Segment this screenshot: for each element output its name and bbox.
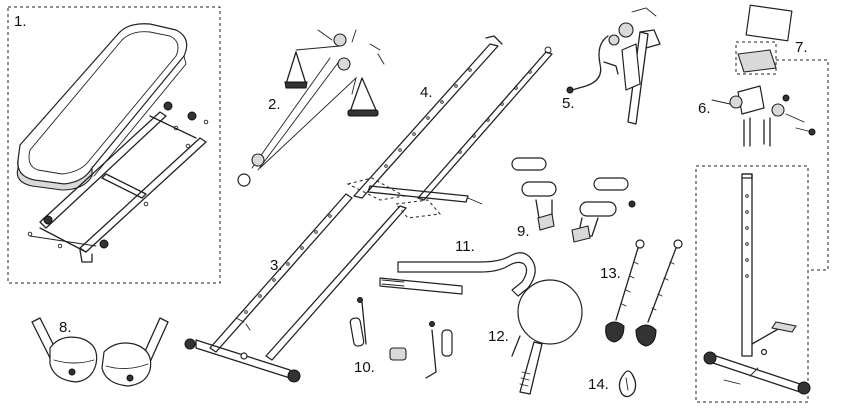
part-1-label: 1. <box>14 13 27 30</box>
part-9-foot-rollers: 9. <box>511 157 636 243</box>
part-14-clip: 14. <box>588 370 637 398</box>
part-7-group-box <box>695 165 809 403</box>
part-6-label: 6. <box>698 100 711 117</box>
rail-bolt-holes <box>384 68 532 168</box>
part-3-lower-rail: 3. <box>184 193 407 383</box>
part-1-group-box <box>7 6 221 284</box>
part-11-label: 11. <box>455 238 475 255</box>
part-4-upper-rail: 4. <box>346 35 553 219</box>
part-8-leg-pads: 8. <box>31 317 169 387</box>
part-10-brackets: 10. <box>349 297 453 379</box>
lower-rail-bolt-holes <box>244 214 332 314</box>
part-11-curved-bar: 11. <box>379 238 536 297</box>
seat-cushion <box>16 23 188 191</box>
part-13-label: 13. <box>600 265 621 282</box>
part-6-tower-top: 6. <box>698 4 829 271</box>
part-2-pulley-cable: 2. <box>237 29 385 187</box>
part-5-label: 5. <box>562 95 575 112</box>
part-7-tower-assembly: 7. <box>695 39 811 403</box>
part-8-label: 8. <box>59 319 72 336</box>
part-14-label: 14. <box>588 376 609 393</box>
part-1-seat-assembly: 1. <box>7 6 221 284</box>
part-5-pulley-post: 5. <box>562 7 661 125</box>
part-2-label: 2. <box>268 96 281 113</box>
seat-rail-frame <box>27 101 209 263</box>
part-4-label: 4. <box>420 84 433 101</box>
part-13-rope-handles: 13. <box>600 239 683 347</box>
tower-holes <box>745 194 749 278</box>
part-3-label: 3. <box>270 257 283 274</box>
part-12-round-pad: 12. <box>488 279 583 395</box>
part-9-label: 9. <box>517 223 530 240</box>
part-10-label: 10. <box>354 359 375 376</box>
part-7-label: 7. <box>795 39 808 56</box>
part-12-label: 12. <box>488 328 509 345</box>
